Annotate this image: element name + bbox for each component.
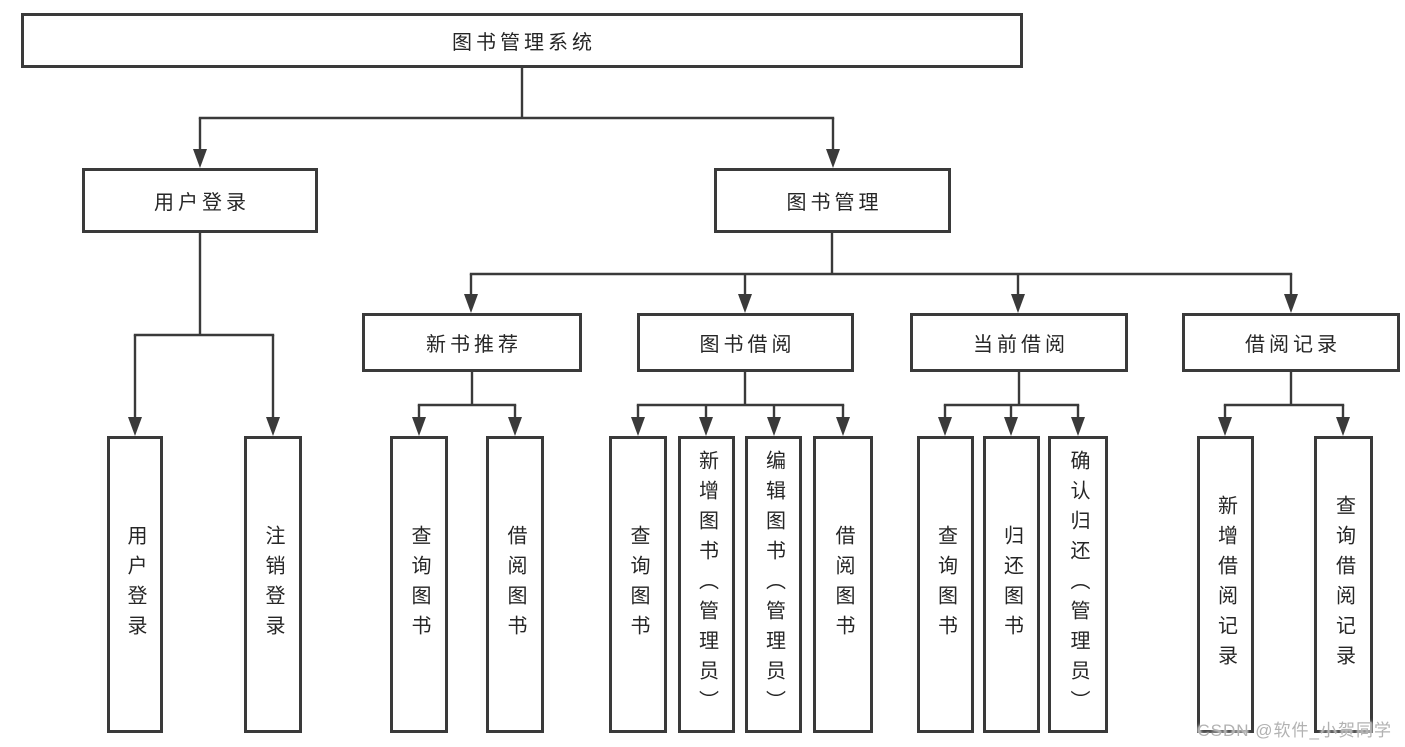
node-label: 确认归还（管理员） [1067,449,1089,720]
node-leaf-query-books-recommend: 查询图书 [390,436,448,733]
node-label: 查询图书 [408,524,430,645]
node-label: 借阅记录 [1245,334,1341,356]
node-label: 查询借阅记录 [1332,494,1355,675]
node-label: 新增图书（管理员） [695,449,718,720]
node-new-book-recommendation: 新书推荐 [362,313,582,372]
node-label: 图书管理 [786,192,883,214]
node-label: 借阅图书 [832,524,854,645]
node-leaf-add-book-admin: 新增图书（管理员） [678,436,735,733]
node-leaf-borrow-books-borrow: 借阅图书 [813,436,873,733]
node-label: 查询图书 [627,524,649,645]
node-label: 注销登录 [262,524,284,645]
node-label: 借阅图书 [504,524,526,645]
node-book-management: 图书管理 [714,168,951,233]
node-label: 用户登录 [154,192,250,214]
node-leaf-logout: 注销登录 [244,436,302,733]
node-leaf-query-books-current: 查询图书 [917,436,974,733]
node-label: 新增借阅记录 [1214,494,1237,675]
node-user-login-group: 用户登录 [82,168,318,233]
node-book-borrowing: 图书借阅 [637,313,854,372]
csdn-watermark: CSDN @软件_小贺同学 [1197,721,1392,740]
node-label: 编辑图书（管理员） [762,449,785,720]
node-library-management-system: 图书管理系统 [21,13,1023,68]
node-leaf-confirm-return-admin: 确认归还（管理员） [1048,436,1108,733]
node-leaf-add-borrow-record: 新增借阅记录 [1197,436,1254,733]
node-label: 图书借阅 [699,334,796,356]
node-leaf-borrow-books-recommend: 借阅图书 [486,436,544,733]
node-current-borrowing: 当前借阅 [910,313,1128,372]
node-label: 新书推荐 [426,334,522,356]
node-label: 当前借阅 [973,334,1069,356]
node-label: 归还图书 [1000,524,1023,645]
node-label: 用户登录 [124,524,146,645]
node-leaf-query-borrow-record: 查询借阅记录 [1314,436,1373,733]
node-borrowing-records: 借阅记录 [1182,313,1400,372]
node-leaf-user-login: 用户登录 [107,436,163,733]
node-leaf-query-books-borrow: 查询图书 [609,436,667,733]
node-leaf-edit-book-admin: 编辑图书（管理员） [745,436,802,733]
node-label: 图书管理系统 [452,32,596,54]
node-label: 查询图书 [934,524,957,645]
node-leaf-return-book: 归还图书 [983,436,1040,733]
